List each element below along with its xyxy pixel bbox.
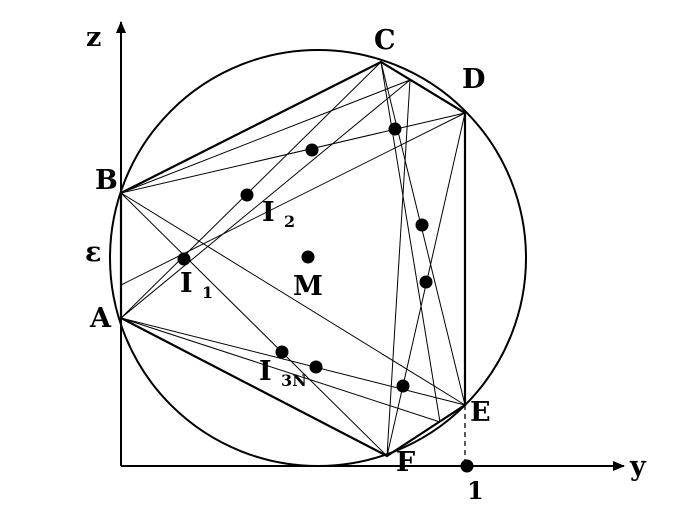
point-I2-label-main: I	[262, 197, 275, 228]
line-C-E2	[380, 61, 441, 423]
line-A-E	[120, 317, 466, 406]
epsilon-label: ε	[85, 237, 101, 268]
vertex-A-label: A	[89, 303, 112, 334]
point-I1-label-main: I	[180, 268, 193, 299]
point-unit-tick	[460, 459, 474, 473]
line-B-E	[120, 192, 466, 406]
z-axis-label: z	[86, 22, 101, 53]
vertex-E-label: E	[470, 397, 491, 428]
line-B-F	[120, 192, 388, 457]
point-M-label: M	[293, 271, 323, 302]
point-I3N-label-sub: 3N	[281, 371, 307, 390]
point-upper-right	[388, 122, 402, 136]
point-I3N-label-main: I	[259, 356, 272, 387]
point-I1-label: I 1	[180, 268, 213, 302]
point-I1-label-sub: 1	[202, 283, 213, 302]
point-bottom-mid	[309, 360, 323, 374]
point-M	[301, 250, 315, 264]
point-top-mid	[305, 143, 319, 157]
line-C-E	[380, 61, 466, 406]
line-A-E2	[120, 317, 441, 423]
line-B-D	[120, 112, 466, 194]
line-A-C2	[120, 79, 411, 319]
point-I2-label-sub: 2	[284, 212, 295, 231]
point-I1	[177, 252, 191, 266]
point-right-lower	[419, 275, 433, 289]
y-axis-label: y	[629, 451, 647, 482]
vertex-F-label: F	[396, 447, 415, 478]
construction-lines	[120, 61, 466, 457]
point-I3N-label: I 3N	[259, 356, 307, 390]
point-lower-right	[396, 379, 410, 393]
line-C2-F	[386, 79, 411, 457]
point-right-upper	[415, 218, 429, 232]
points	[177, 122, 474, 473]
point-I3N	[275, 345, 289, 359]
circumscribed-circle	[109, 49, 527, 467]
unit-tick-label: 1	[467, 476, 484, 505]
vertex-B-label: B	[95, 165, 118, 196]
vertex-C-label: C	[374, 25, 396, 56]
point-I2-label: I 2	[262, 197, 295, 231]
vertex-D-label: D	[462, 64, 485, 95]
point-I2	[240, 188, 254, 202]
line-B-C2	[120, 79, 411, 194]
